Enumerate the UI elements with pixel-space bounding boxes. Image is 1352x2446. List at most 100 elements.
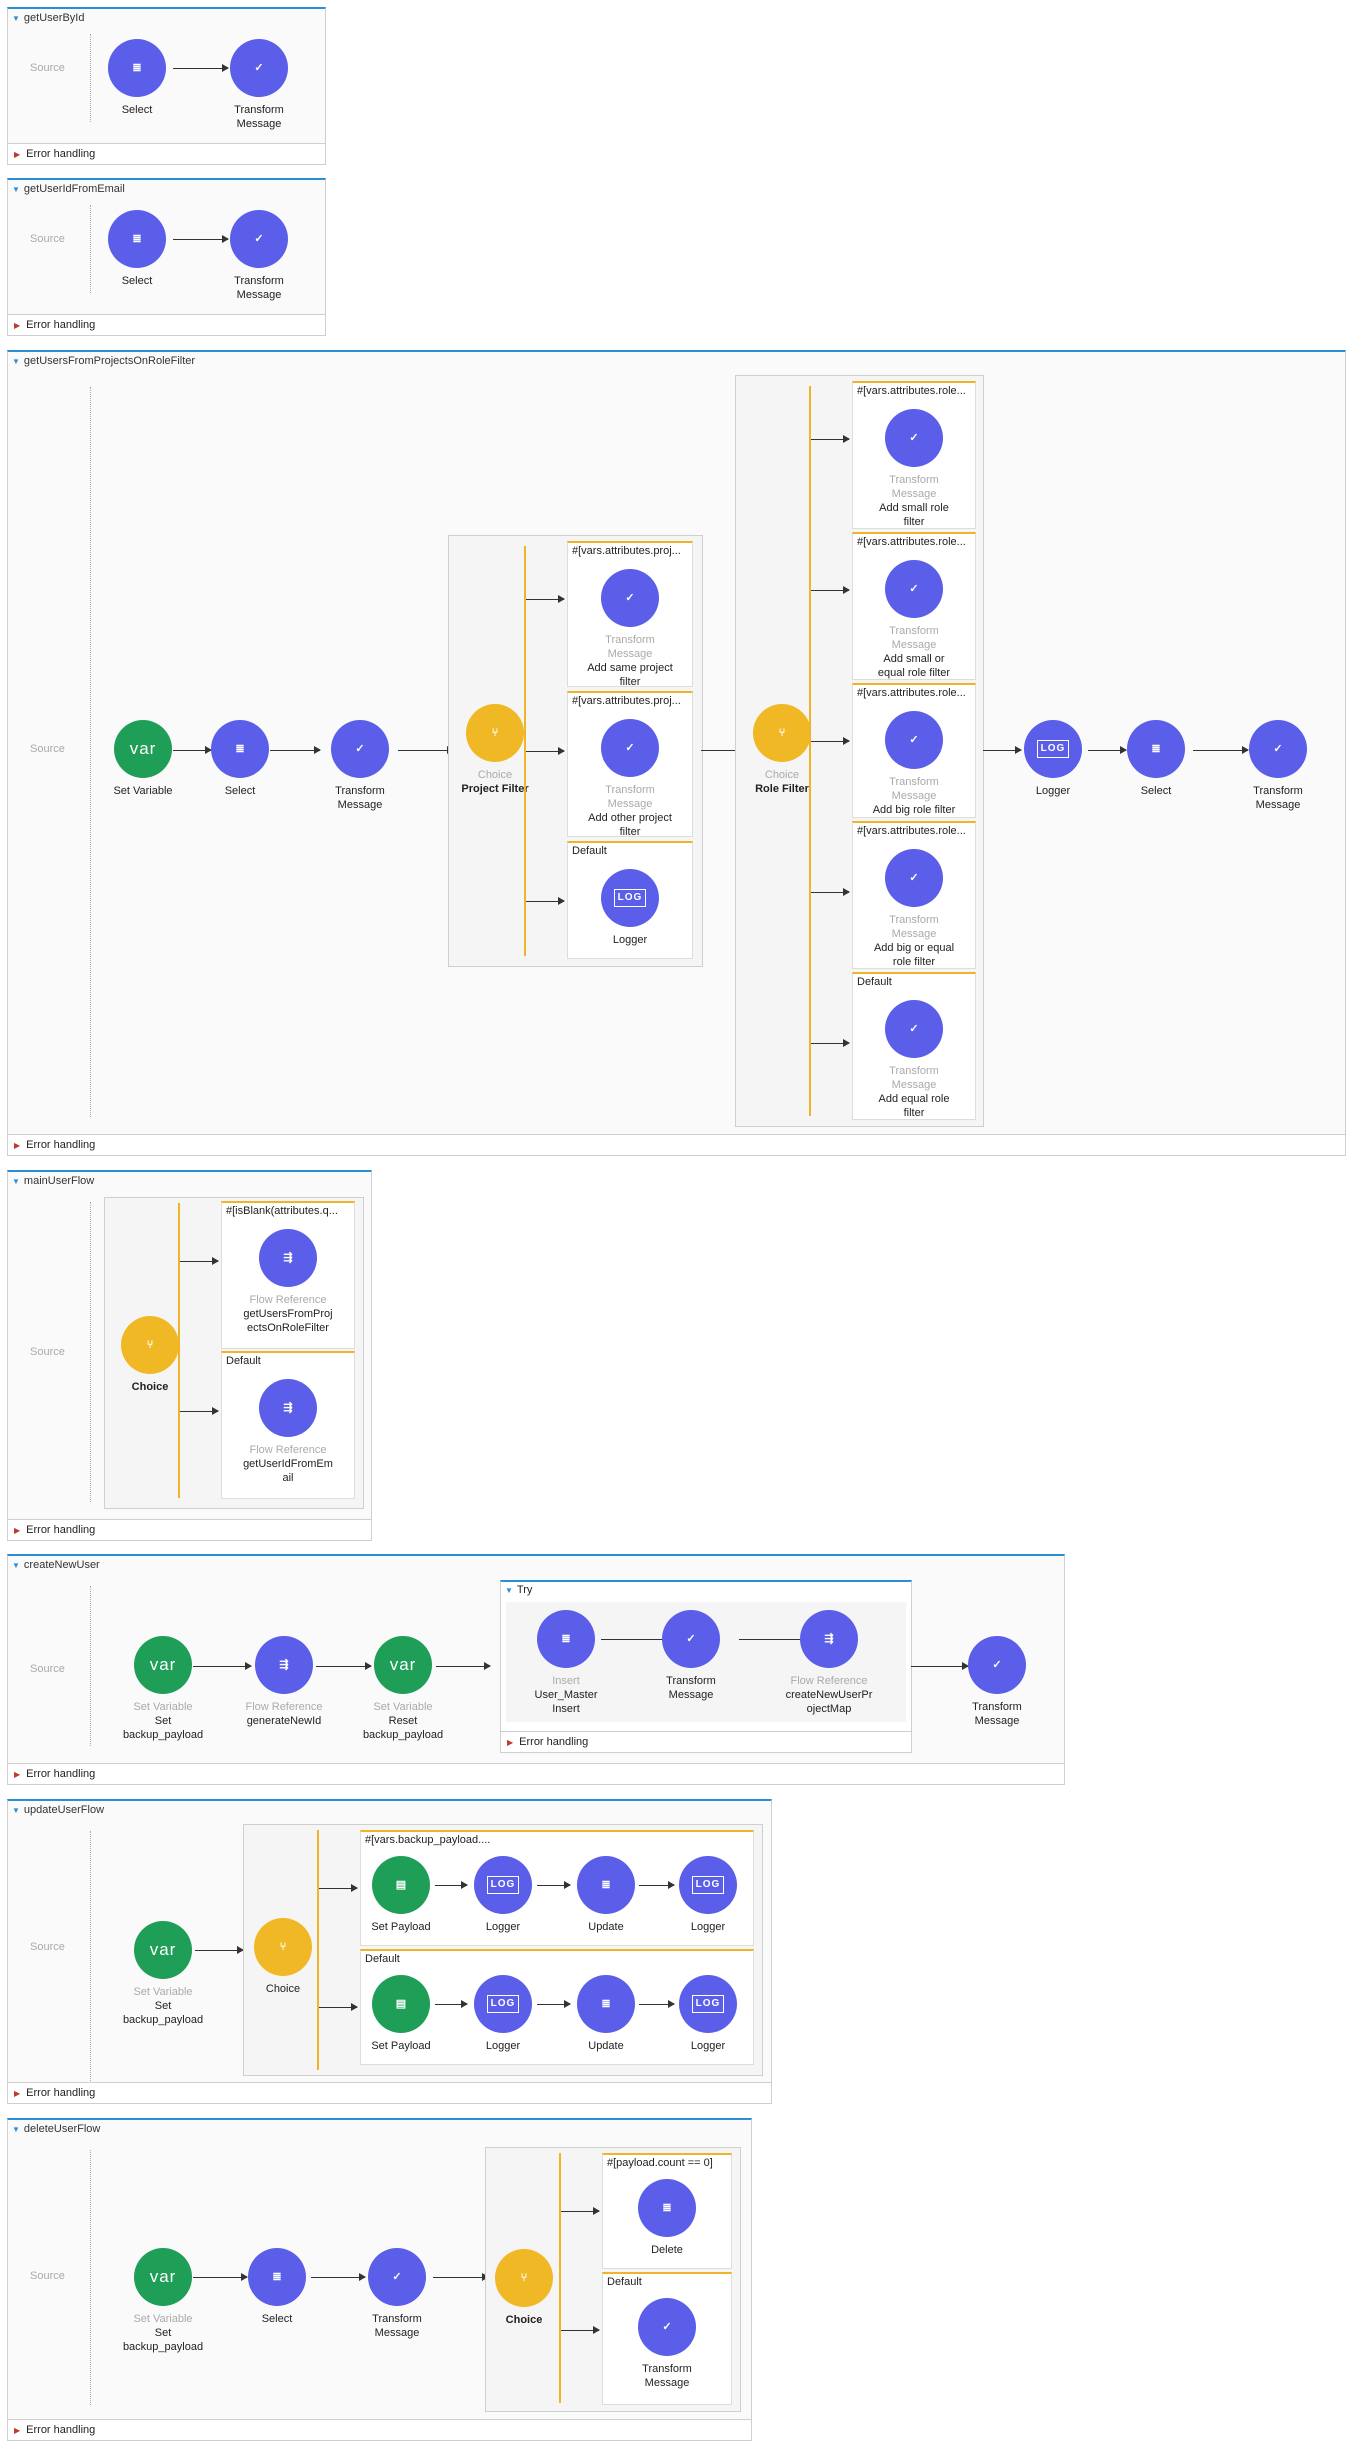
flow-updateUserFlow[interactable]: ▼updateUserFlow Source var Set Variable … (7, 1799, 772, 2104)
flow-reference-node[interactable]: ⇶ Flow Reference getUserIdFromEmail (243, 1379, 333, 1485)
select-node[interactable]: ≣ Select (232, 2248, 322, 2326)
try-title[interactable]: ▼Try (505, 1584, 533, 1596)
role-filter-choice[interactable]: ⑂ Choice Role Filter (737, 704, 827, 796)
expand-triangle-icon[interactable]: ▶ (14, 1770, 21, 1779)
select-node[interactable]: ≣ Select (92, 39, 182, 117)
route-small-role[interactable]: #[vars.attributes.role... ✓ Transform Me… (852, 381, 976, 529)
transform-message-node[interactable]: ✓ Transform Message Add same project fil… (585, 569, 675, 689)
set-payload-node[interactable]: ▤ Set Payload (356, 1975, 446, 2053)
transform-message-node[interactable]: ✓ Transform Message (622, 2298, 712, 2390)
expand-triangle-icon[interactable]: ▶ (14, 1526, 21, 1535)
error-handling[interactable]: ▶Error handling (8, 314, 325, 335)
logger-node[interactable]: LOG Logger (458, 1975, 548, 2053)
transform-message-node[interactable]: ✓ Transform Message Add big role filter (869, 711, 959, 817)
flow-title[interactable]: ▼updateUserFlow (12, 1804, 105, 1816)
route-default[interactable]: Default ✓ Transform Message Add equal ro… (852, 972, 976, 1120)
flow-reference-node[interactable]: ⇶ Flow Reference getUsersFromProjectsOnR… (243, 1229, 333, 1335)
transform-message-node[interactable]: ✓ Transform Message Add small role filte… (869, 409, 959, 529)
choice-box[interactable]: ⑂ Choice #[vars.backup_payload.... ▤ Set… (243, 1824, 763, 2076)
select-node[interactable]: ≣ Select (92, 210, 182, 288)
route-blank-query[interactable]: #[isBlank(attributes.q... ⇶ Flow Referen… (221, 1201, 355, 1349)
transform-message-node[interactable]: ✓ Transform Message (214, 210, 304, 302)
logger-node[interactable]: LOG Logger (1008, 720, 1098, 798)
flow-deleteUserFlow[interactable]: ▼deleteUserFlow Source var Set Variable … (7, 2118, 752, 2441)
route-small-or-equal-role[interactable]: #[vars.attributes.role... ✓ Transform Me… (852, 532, 976, 680)
error-handling[interactable]: ▶Error handling (8, 1519, 371, 1540)
transform-message-node[interactable]: ✓ Transform Message (214, 39, 304, 131)
flow-title[interactable]: ▼deleteUserFlow (12, 2123, 101, 2135)
try-error-handling[interactable]: ▶Error handling (501, 1731, 911, 1752)
project-filter-choice[interactable]: ⑂ Choice Project Filter (450, 704, 540, 796)
logger-node[interactable]: LOG Logger (585, 869, 675, 947)
logger-node[interactable]: LOG Logger (663, 1856, 753, 1934)
flow-getUserById[interactable]: ▼getUserById Source ≣ Select ✓ Transform… (7, 7, 326, 165)
flow-title[interactable]: ▼getUserById (12, 12, 85, 24)
route-default[interactable]: Default ✓ Transform Message (602, 2272, 732, 2405)
flow-title[interactable]: ▼getUserIdFromEmail (12, 183, 125, 195)
role-filter-choice-box[interactable]: ⑂ Choice Role Filter #[vars.attributes.r… (735, 375, 984, 1127)
expand-triangle-icon[interactable]: ▶ (14, 1141, 21, 1150)
route-default[interactable]: Default ⇶ Flow Reference getUserIdFromEm… (221, 1351, 355, 1499)
expand-triangle-icon[interactable]: ▶ (14, 2426, 21, 2435)
flow-reference-node[interactable]: ⇶ Flow Reference generateNewId (239, 1636, 329, 1728)
error-handling[interactable]: ▶Error handling (8, 2419, 751, 2440)
flow-getUsersFromProjectsOnRoleFilter[interactable]: ▼getUsersFromProjectsOnRoleFilter Source… (7, 350, 1346, 1156)
route-default[interactable]: Default LOG Logger (567, 841, 693, 959)
choice-box[interactable]: ⑂ Choice #[payload.count == 0] ≣ Delete … (485, 2147, 741, 2412)
flow-title[interactable]: ▼createNewUser (12, 1559, 100, 1571)
select-node[interactable]: ≣ Select (195, 720, 285, 798)
transform-message-node[interactable]: ✓ Transform Message (646, 1610, 736, 1702)
transform-message-node[interactable]: ✓ Transform Message (952, 1636, 1042, 1728)
try-scope[interactable]: ▼Try ≣ Insert User_Master Insert ✓ Trans… (500, 1580, 912, 1753)
update-node[interactable]: ≣ Update (561, 1975, 651, 2053)
transform-message-node[interactable]: ✓ Transform Message (1233, 720, 1323, 812)
collapse-triangle-icon[interactable]: ▼ (12, 357, 20, 366)
insert-node[interactable]: ≣ Insert User_Master Insert (521, 1610, 611, 1716)
collapse-triangle-icon[interactable]: ▼ (12, 1561, 20, 1570)
logger-node[interactable]: LOG Logger (458, 1856, 548, 1934)
route-big-role[interactable]: #[vars.attributes.role... ✓ Transform Me… (852, 683, 976, 818)
route-default[interactable]: Default ▤ Set Payload LOG Logger ≣ Updat… (360, 1949, 754, 2065)
flow-createNewUser[interactable]: ▼createNewUser Source var Set Variable S… (7, 1554, 1065, 1785)
select-node[interactable]: ≣ Select (1111, 720, 1201, 798)
transform-message-node[interactable]: ✓ Transform Message (352, 2248, 442, 2340)
flow-getUserIdFromEmail[interactable]: ▼getUserIdFromEmail Source ≣ Select ✓ Tr… (7, 178, 326, 336)
error-handling[interactable]: ▶Error handling (8, 1134, 1345, 1155)
error-handling[interactable]: ▶Error handling (8, 2082, 771, 2103)
set-variable-node[interactable]: var Set Variable (98, 720, 188, 798)
expand-triangle-icon[interactable]: ▶ (14, 2089, 21, 2098)
error-handling[interactable]: ▶Error handling (8, 1763, 1064, 1784)
logger-node[interactable]: LOG Logger (663, 1975, 753, 2053)
transform-message-node[interactable]: ✓ Transform Message Add equal role filte… (869, 1000, 959, 1120)
collapse-triangle-icon[interactable]: ▼ (12, 14, 20, 23)
set-variable-node[interactable]: var Set Variable Reset backup_payload (358, 1636, 448, 1742)
route-backup-payload[interactable]: #[vars.backup_payload.... ▤ Set Payload … (360, 1830, 754, 1946)
flow-mainUserFlow[interactable]: ▼mainUserFlow Source ⑂ Choice #[isBlank(… (7, 1170, 372, 1541)
set-variable-node[interactable]: var Set Variable Set backup_payload (118, 2248, 208, 2354)
project-filter-choice-box[interactable]: ⑂ Choice Project Filter #[vars.attribute… (448, 535, 703, 967)
transform-message-node[interactable]: ✓ Transform Message (315, 720, 405, 812)
collapse-triangle-icon[interactable]: ▼ (12, 185, 20, 194)
expand-triangle-icon[interactable]: ▶ (507, 1738, 514, 1747)
set-variable-node[interactable]: var Set Variable Set backup_payload (118, 1636, 208, 1742)
choice-node[interactable]: ⑂ Choice (238, 1918, 328, 1996)
error-handling[interactable]: ▶Error handling (8, 143, 325, 164)
choice-node[interactable]: ⑂ Choice (105, 1316, 195, 1394)
flow-title[interactable]: ▼getUsersFromProjectsOnRoleFilter (12, 355, 196, 367)
collapse-triangle-icon[interactable]: ▼ (12, 1177, 20, 1186)
delete-node[interactable]: ≣ Delete (622, 2179, 712, 2257)
choice-node[interactable]: ⑂ Choice (479, 2249, 569, 2327)
route-other-project[interactable]: #[vars.attributes.proj... ✓ Transform Me… (567, 691, 693, 839)
set-payload-node[interactable]: ▤ Set Payload (356, 1856, 446, 1934)
route-count-zero[interactable]: #[payload.count == 0] ≣ Delete (602, 2153, 732, 2269)
collapse-triangle-icon[interactable]: ▼ (12, 1806, 20, 1815)
collapse-triangle-icon[interactable]: ▼ (12, 2125, 20, 2134)
transform-message-node[interactable]: ✓ Transform Message Add small or equal r… (869, 560, 959, 680)
flow-title[interactable]: ▼mainUserFlow (12, 1175, 95, 1187)
flow-reference-node[interactable]: ⇶ Flow Reference createNewUserProjectMap (784, 1610, 874, 1716)
transform-message-node[interactable]: ✓ Transform Message Add other project fi… (585, 719, 675, 839)
update-node[interactable]: ≣ Update (561, 1856, 651, 1934)
expand-triangle-icon[interactable]: ▶ (14, 150, 21, 159)
transform-message-node[interactable]: ✓ Transform Message Add big or equal rol… (869, 849, 959, 969)
collapse-triangle-icon[interactable]: ▼ (505, 1586, 513, 1595)
